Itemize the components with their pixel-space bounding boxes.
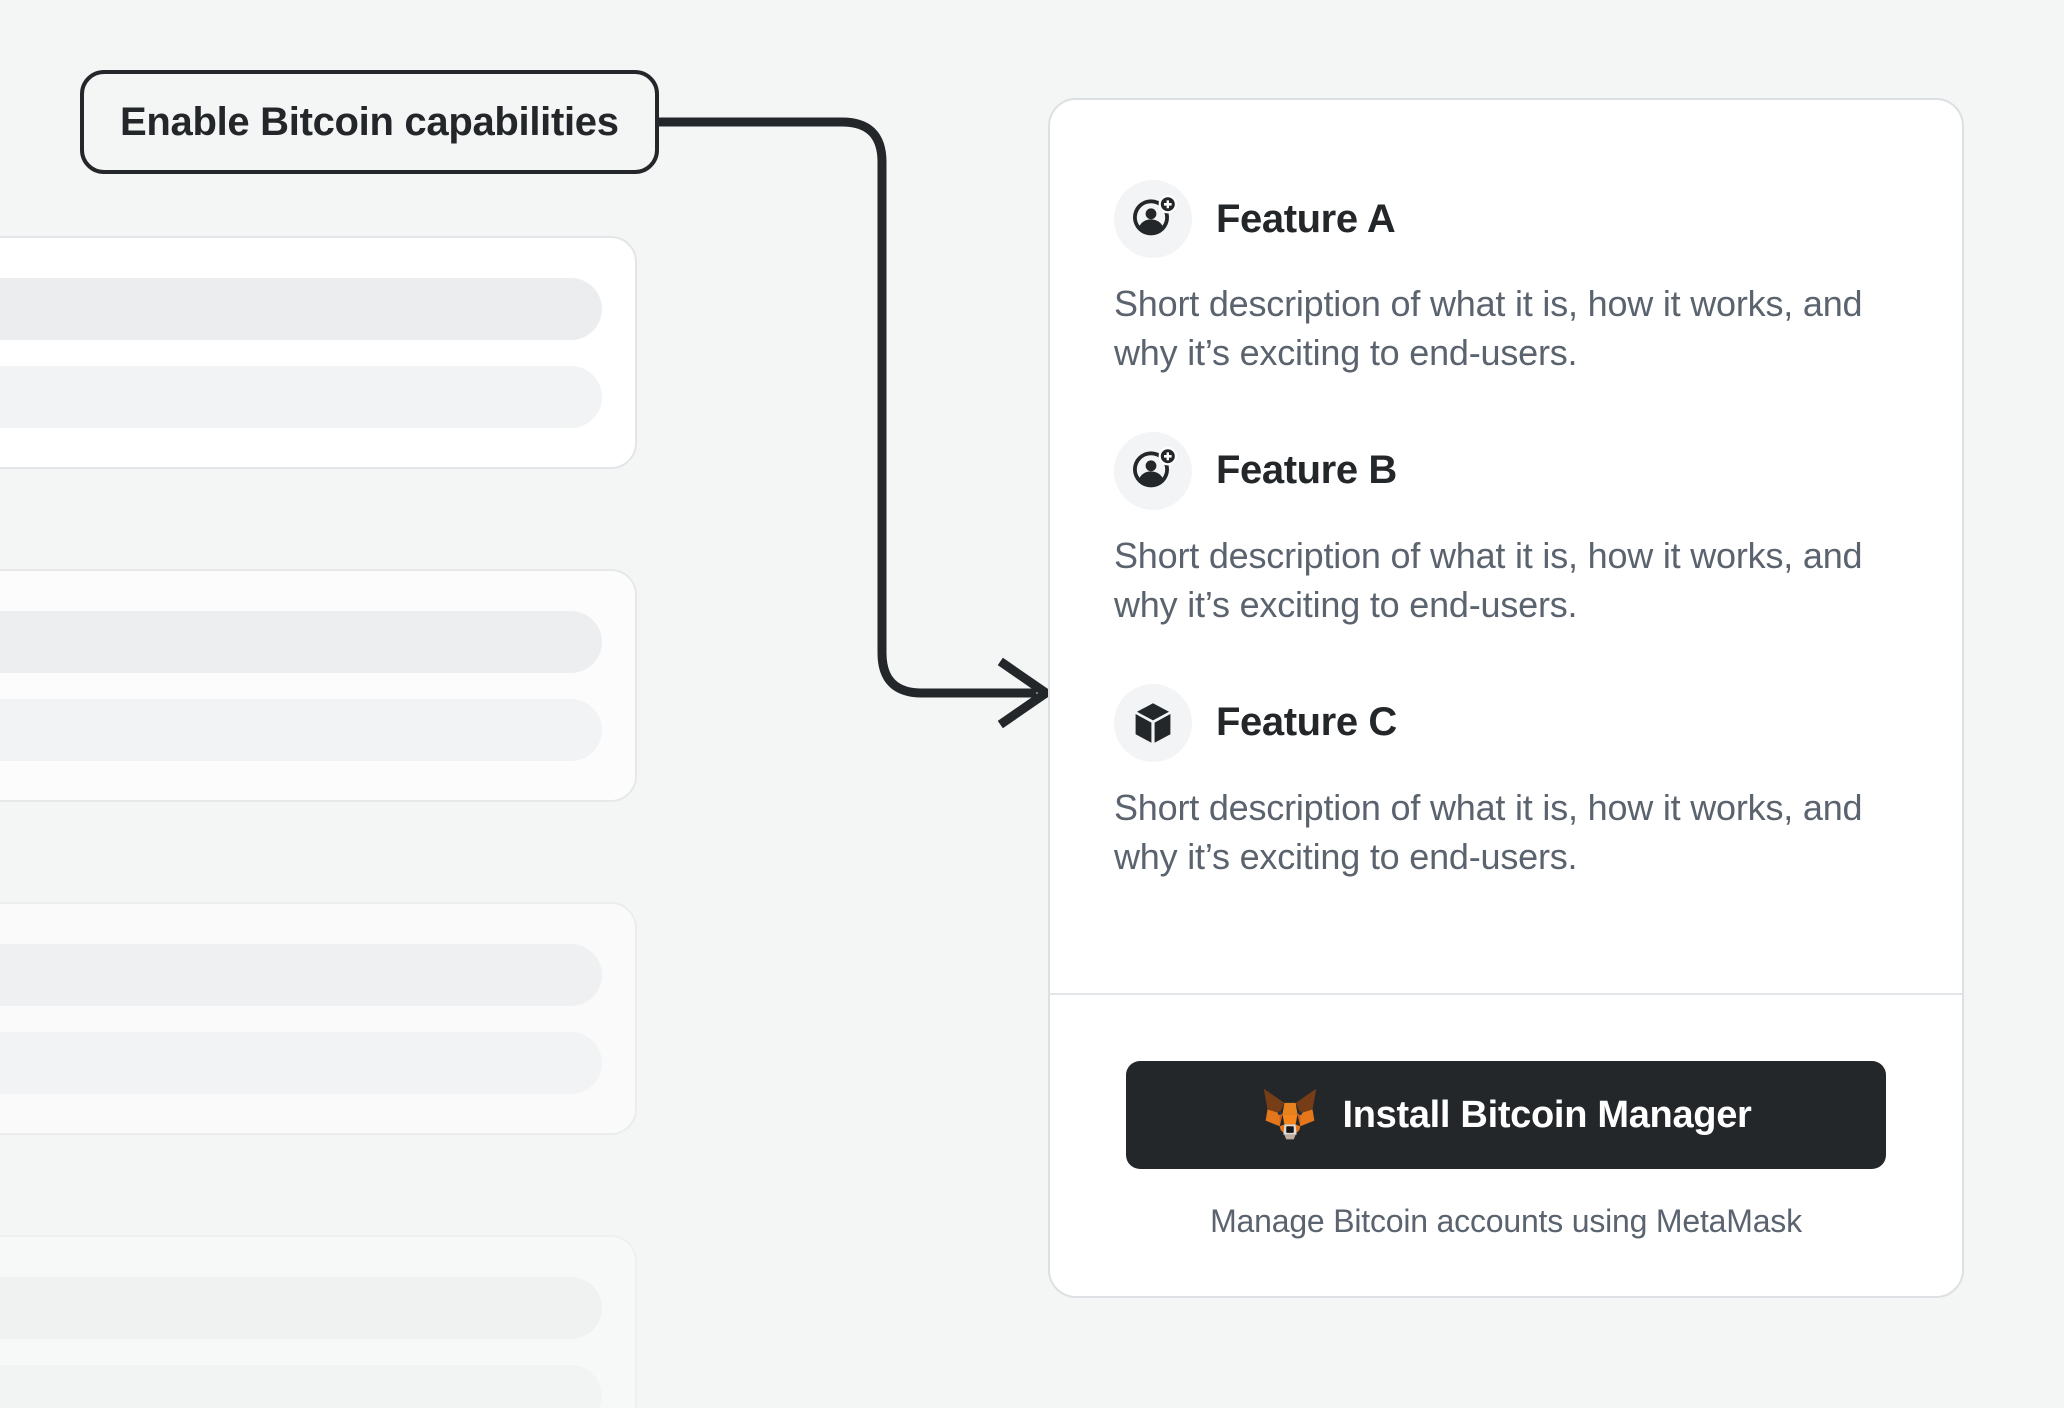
- card-footer: Install Bitcoin Manager Manage Bitcoin a…: [1050, 995, 1962, 1296]
- skeleton-pill-primary: [0, 1276, 602, 1339]
- skeleton-pill-primary: [0, 610, 602, 673]
- skeleton-card: [0, 236, 637, 469]
- skeleton-card-list: [0, 236, 640, 1408]
- feature-item: Feature B Short description of what it is…: [1114, 431, 1898, 630]
- callout-label: Enable Bitcoin capabilities: [80, 70, 659, 174]
- skeleton-card: [0, 569, 637, 802]
- feature-title: Feature B: [1216, 448, 1397, 493]
- feature-item: Feature C Short description of what it is…: [1114, 683, 1898, 882]
- skeleton-pill-secondary: [0, 1364, 602, 1408]
- account-add-icon: [1114, 180, 1192, 258]
- bitcoin-feature-card: Feature A Short description of what it is…: [1048, 98, 1964, 1298]
- feature-heading: Feature C: [1114, 683, 1898, 762]
- connector-path: [631, 117, 1037, 698]
- feature-heading: Feature B: [1114, 431, 1898, 510]
- skeleton-pill-primary: [0, 277, 602, 340]
- callout-label-text: Enable Bitcoin capabilities: [120, 99, 619, 144]
- arrowhead-icon: [997, 657, 1054, 729]
- install-bitcoin-manager-button[interactable]: Install Bitcoin Manager: [1126, 1061, 1886, 1169]
- cube-icon: [1114, 683, 1192, 762]
- skeleton-pill-secondary: [0, 365, 602, 428]
- card-divider: [1050, 993, 1962, 995]
- feature-description: Short description of what it is, how it …: [1114, 786, 1863, 877]
- install-button-label: Install Bitcoin Manager: [1342, 1093, 1752, 1136]
- metamask-fox-icon: [1260, 1085, 1320, 1145]
- feature-description: Short description of what it is, how it …: [1114, 283, 1863, 373]
- skeleton-card: [0, 1235, 637, 1408]
- skeleton-card: [0, 902, 637, 1135]
- feature-title: Feature C: [1216, 700, 1397, 745]
- feature-item: Feature A Short description of what it is…: [1114, 180, 1898, 378]
- install-caption: Manage Bitcoin accounts using MetaMask: [1210, 1203, 1802, 1239]
- feature-title: Feature A: [1216, 196, 1396, 241]
- feature-heading: Feature A: [1114, 180, 1898, 258]
- skeleton-pill-secondary: [0, 698, 602, 761]
- feature-description: Short description of what it is, how it …: [1114, 534, 1863, 625]
- feature-list: Feature A Short description of what it is…: [1050, 100, 1962, 993]
- account-add-icon: [1114, 431, 1192, 510]
- skeleton-pill-secondary: [0, 1031, 602, 1094]
- skeleton-pill-primary: [0, 943, 602, 1006]
